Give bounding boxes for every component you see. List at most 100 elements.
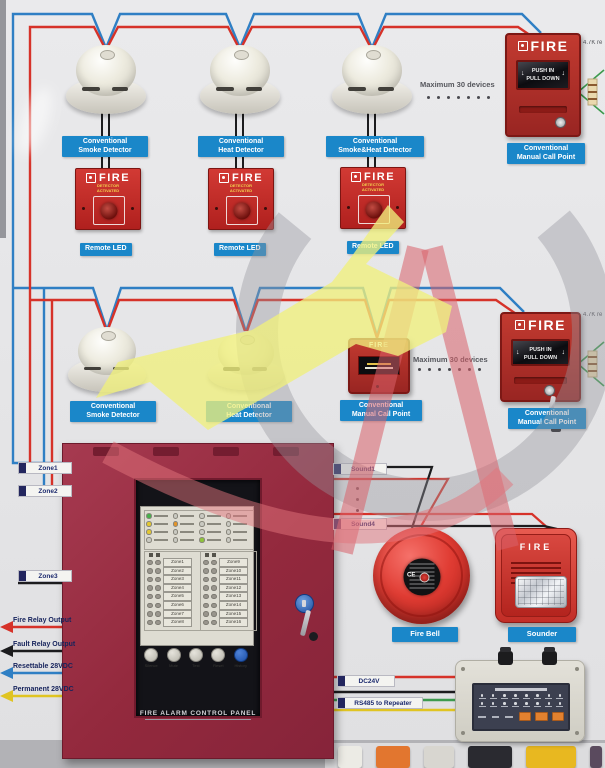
fire-text: FIRE xyxy=(528,317,566,333)
screw xyxy=(215,207,218,210)
panel-button-silence[interactable]: Silence xyxy=(144,648,159,668)
repeater-title-bar xyxy=(495,688,547,691)
led-label-text xyxy=(153,530,168,534)
repeater-box xyxy=(455,647,585,742)
knockout xyxy=(213,447,239,456)
dot xyxy=(467,96,470,99)
repeater-indicator xyxy=(545,694,553,699)
screw xyxy=(131,207,134,210)
button-face[interactable] xyxy=(188,648,203,662)
label-fire-bell: Fire Bell xyxy=(392,627,458,642)
led-label-text xyxy=(206,538,221,542)
zone-label: Zone5 xyxy=(163,592,192,601)
sounder-strobe: FIRE xyxy=(495,528,577,623)
knockout xyxy=(273,447,299,456)
led-label-text xyxy=(153,514,168,518)
status-led xyxy=(172,537,200,543)
zone-fault-led xyxy=(211,611,217,617)
panel-button-history[interactable]: History xyxy=(233,648,248,668)
repeater-indicator xyxy=(500,694,508,699)
panel-key-lock[interactable] xyxy=(295,594,314,613)
tag-zone2: Zone2 xyxy=(18,485,72,497)
led-dot xyxy=(199,529,205,535)
led-dot xyxy=(225,537,231,543)
call-point-glass[interactable] xyxy=(358,356,400,375)
bell-sticker: CE xyxy=(403,558,440,596)
button-face[interactable] xyxy=(144,648,159,662)
flame-icon xyxy=(218,173,229,183)
led-dot xyxy=(146,529,152,535)
zone-label: Zone8 xyxy=(163,618,192,627)
shelf-item xyxy=(376,746,410,768)
repeater-button[interactable] xyxy=(551,712,564,721)
status-led xyxy=(146,513,173,519)
status-led xyxy=(146,529,173,535)
led-dot xyxy=(199,537,205,543)
button-face[interactable] xyxy=(166,648,181,662)
dot xyxy=(478,368,481,371)
dot xyxy=(447,96,450,99)
repeater-display xyxy=(472,683,570,731)
detector-vent xyxy=(83,366,101,371)
zone-row: Zone3 xyxy=(147,575,198,584)
detector-vent xyxy=(378,87,395,91)
shelf-item xyxy=(526,746,576,768)
screw xyxy=(396,206,399,209)
repeater-button[interactable] xyxy=(518,712,532,721)
resistor-note-1: 4.7K re xyxy=(583,40,603,46)
led-label-text xyxy=(180,522,194,526)
screw xyxy=(461,731,465,735)
manual-call-point-mini[interactable]: FIRE xyxy=(348,338,410,394)
label-remote-led-3: Remote LED xyxy=(347,241,399,254)
detector-test-button[interactable] xyxy=(99,49,115,60)
zone-label: Zone13 xyxy=(219,592,248,601)
button-face[interactable] xyxy=(233,648,248,662)
zone-fire-led xyxy=(203,576,209,583)
detector-vent xyxy=(82,87,100,91)
repeater-indicator xyxy=(478,694,486,699)
repeater-indicator xyxy=(545,702,553,707)
dot xyxy=(356,487,359,490)
repeater-indicator xyxy=(478,702,486,707)
led-label-text xyxy=(153,522,168,526)
repeater-button[interactable] xyxy=(535,712,548,721)
zone-fault-led xyxy=(155,611,161,617)
led-label-text xyxy=(206,530,221,534)
screw xyxy=(461,667,465,671)
detector-vent xyxy=(246,87,263,91)
label-fire-relay-output: Fire Relay Output xyxy=(13,617,72,624)
zone-fire-led xyxy=(147,568,153,574)
fire-text: FIRE xyxy=(363,171,396,183)
led-dot xyxy=(225,513,231,519)
led-lens-frame xyxy=(358,195,390,224)
keyhole[interactable] xyxy=(555,117,566,128)
repeater-label-bar xyxy=(478,715,486,718)
button-face[interactable] xyxy=(211,648,226,662)
repeater-indicator xyxy=(556,694,564,699)
led-lens-frame xyxy=(226,196,258,225)
zone-fire-led xyxy=(147,559,153,566)
dot xyxy=(477,96,480,99)
detector-test-button[interactable] xyxy=(365,49,381,60)
detector-test-button[interactable] xyxy=(239,334,255,345)
zone-row: Zone9 xyxy=(203,558,254,567)
keyhole[interactable] xyxy=(544,385,555,396)
zone-row: Zone12 xyxy=(203,583,254,593)
zone-row: Zone1 xyxy=(147,558,198,567)
status-led xyxy=(199,537,226,543)
status-led xyxy=(199,529,226,535)
panel-button-test[interactable]: Test xyxy=(188,648,203,668)
zone-row: Zone6 xyxy=(147,601,198,610)
panel-button-mute[interactable]: Mute xyxy=(166,648,181,668)
dot xyxy=(438,368,441,371)
panel-button-reset[interactable]: Reset xyxy=(211,648,226,668)
detector-test-button[interactable] xyxy=(233,49,249,60)
